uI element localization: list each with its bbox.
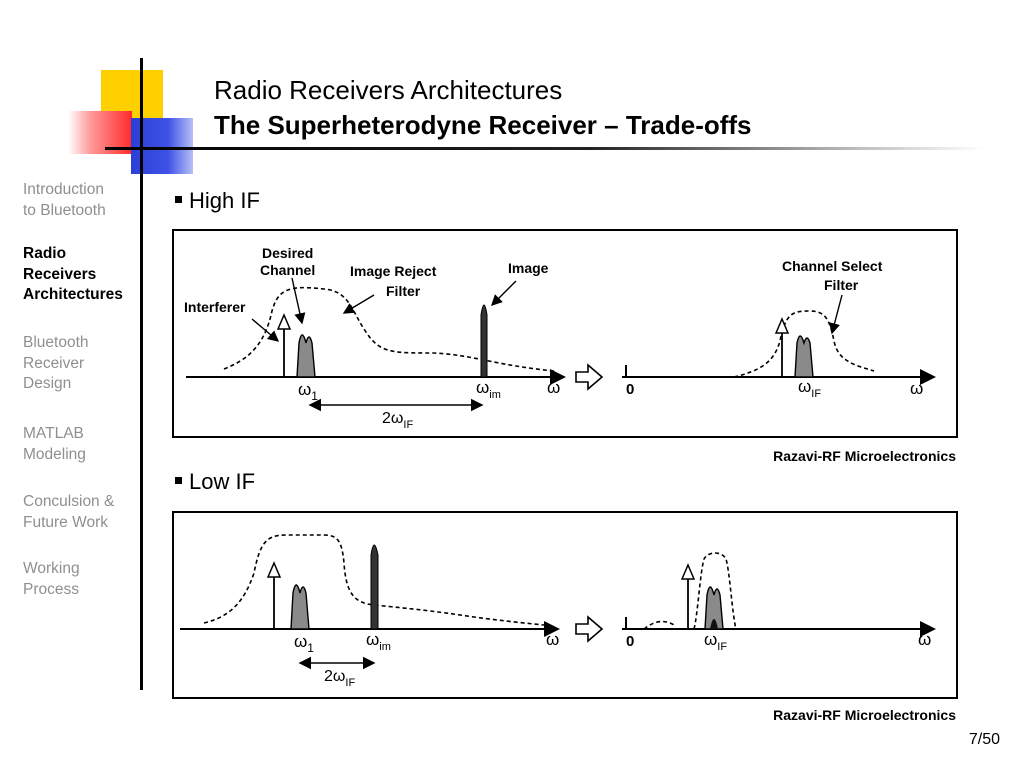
caption-high-if: Razavi-RF Microelectronics: [773, 448, 956, 464]
image-reject-pointer: [342, 294, 375, 314]
transition-arrow-icon: [575, 363, 604, 391]
interferer-arrowhead-icon: [266, 561, 282, 578]
tick-zero: 0: [626, 633, 634, 650]
tick-zero: 0: [626, 381, 634, 398]
interferer-arrowhead-icon: [276, 313, 292, 330]
axis-label-omega-if: ω: [918, 630, 931, 649]
nav-item-label: Working: [23, 560, 80, 577]
tick-omega-1: ω1: [294, 632, 314, 655]
nav-item-introduction[interactable]: Introduction to Bluetooth: [23, 180, 143, 221]
label-channel-select-1: Channel Select: [782, 258, 883, 274]
figure-low-if: ω1 ωim ω 2ωIF 0 ωIF ω: [172, 511, 958, 699]
nav-item-label: Bluetooth: [23, 334, 89, 351]
bullet-square-icon: [175, 476, 182, 484]
label-two-omega-if: 2ωIF: [382, 410, 413, 431]
decor-red-square: [68, 111, 132, 154]
nav-item-label: MATLAB: [23, 425, 84, 442]
page-number: 7/50: [968, 731, 1000, 748]
transition-arrow-icon: [575, 615, 604, 643]
title-underline: [105, 147, 985, 150]
nav-item-label: Design: [23, 375, 72, 392]
desired-channel-shape: [296, 334, 316, 378]
nav-item-label: Receiver: [23, 354, 85, 372]
label-channel-select-2: Filter: [824, 277, 859, 293]
nav-item-label: Introduction: [23, 181, 104, 198]
channel-select-filter-curve: [693, 552, 737, 630]
slide-subtitle: The Superheterodyne Receiver – Trade-off…: [214, 110, 752, 140]
nav-item-label: Architectures: [23, 286, 123, 303]
interferer-pointer: [251, 318, 280, 342]
caption-low-if: Razavi-RF Microelectronics: [773, 707, 956, 723]
tick-omega-1: ω1: [298, 380, 318, 403]
tick-omega-if: ωIF: [704, 630, 727, 653]
nav-item-label: Modeling: [23, 445, 86, 463]
desired-channel-if-shape: [704, 586, 724, 630]
label-image-reject-1: Image Reject: [350, 263, 437, 279]
label-desired-channel-1: Desired: [262, 245, 313, 261]
nav-item-conclusion[interactable]: Conculsion & Future Work: [23, 492, 143, 533]
figure-high-if: ω1 ωim ω 2ωIF Desired Channel Image Reje…: [172, 229, 958, 438]
tick-omega-if: ωIF: [798, 377, 821, 400]
image-residual-curve: [643, 620, 675, 630]
nav-item-bluetooth-receiver[interactable]: Bluetooth Receiver Design: [23, 333, 143, 395]
tick-omega-im: ωim: [366, 630, 391, 653]
nav-item-matlab[interactable]: MATLAB Modeling: [23, 424, 143, 465]
image-if-shape: [710, 619, 718, 629]
desired-channel-if-shape: [794, 335, 814, 378]
image-reject-filter-curve: [223, 286, 555, 372]
image-reject-filter-curve: [203, 534, 545, 626]
bullet-low-if: Low IF: [175, 469, 255, 495]
channel-select-pointer: [829, 294, 843, 335]
tick-omega-im: ωim: [476, 378, 501, 401]
interferer-arrowhead-if-icon: [774, 317, 790, 334]
desired-channel-pointer: [291, 277, 306, 325]
interferer-arrowhead-if-icon: [680, 563, 696, 580]
nav-item-label: Future Work: [23, 513, 108, 531]
slide-title: Radio Receivers Architectures: [214, 75, 563, 105]
nav-item-label: Radio: [23, 245, 67, 262]
bullet-square-icon: [175, 195, 182, 203]
nav-item-label: to Bluetooth: [23, 201, 106, 219]
axis-label-omega-if: ω: [910, 379, 923, 398]
label-image-reject-2: Filter: [386, 283, 421, 299]
high-if-diagram: ω1 ωim ω 2ωIF Desired Channel Image Reje…: [184, 245, 936, 431]
axis-label-omega: ω: [546, 630, 559, 649]
low-if-diagram: ω1 ωim ω 2ωIF 0 ωIF ω: [180, 534, 936, 689]
desired-channel-shape: [290, 584, 310, 630]
image-signal-shape: [480, 304, 488, 378]
nav-item-label: Process: [23, 580, 79, 598]
label-two-omega-if: 2ωIF: [324, 668, 355, 689]
axis-label-omega: ω: [547, 378, 560, 397]
bullet-label: Low IF: [189, 469, 256, 494]
nav-item-label: Conculsion &: [23, 493, 115, 510]
image-signal-shape: [370, 544, 379, 630]
bullet-label: High IF: [189, 188, 260, 213]
bullet-high-if: High IF: [175, 188, 260, 214]
nav-item-label: Receivers: [23, 265, 97, 283]
image-pointer: [491, 280, 517, 306]
vertical-divider: [140, 58, 143, 690]
label-interferer: Interferer: [184, 299, 246, 315]
nav-item-radio-receivers[interactable]: Radio Receivers Architectures: [23, 244, 143, 306]
nav-item-working-process[interactable]: Working Process: [23, 559, 143, 600]
label-image: Image: [508, 260, 549, 276]
label-desired-channel-2: Channel: [260, 262, 315, 278]
